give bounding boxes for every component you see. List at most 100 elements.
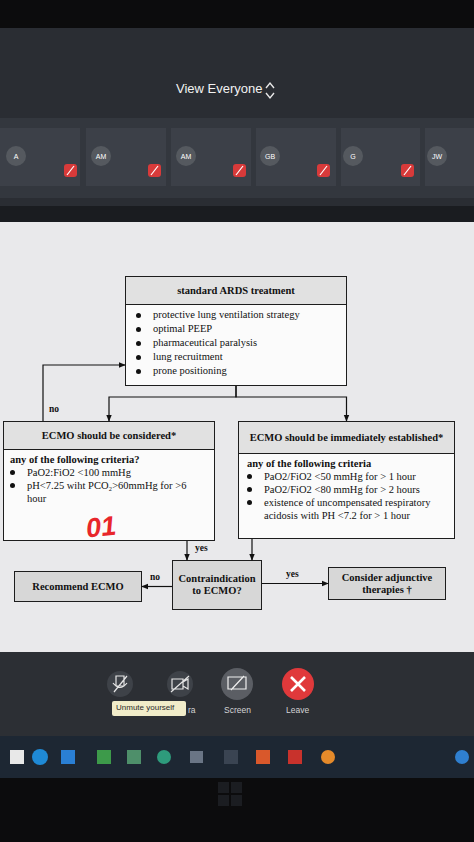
box-body: any of the following criteriaPaO2/FiO2 <…	[239, 454, 454, 524]
logo-pane	[231, 795, 242, 806]
control-bar	[0, 652, 474, 736]
bullet-text: lung recruitment	[153, 350, 223, 364]
mic-slash	[151, 166, 158, 175]
bullet-item: pharmaceutical paralysis	[136, 336, 340, 350]
bullet-dot	[136, 341, 141, 346]
bullet-text: prone positioning	[153, 364, 227, 378]
bullet-text: PaO2/FiO2 <50 mmHg for > 1 hour	[264, 470, 416, 483]
heading-text: standard ARDS treatment	[177, 285, 295, 297]
participant-tiles	[0, 128, 474, 186]
handwritten-mark: 01	[84, 511, 117, 545]
flow-box: ECMO should be immediately established* a…	[238, 421, 455, 539]
participant-tile	[341, 128, 420, 186]
flow-box: Recommend ECMO	[14, 571, 142, 602]
view-selector: View Everyone	[176, 81, 262, 96]
heading-text: ECMO should be immediately established*	[250, 432, 444, 444]
office-icon	[256, 750, 270, 764]
participant-initials: JW	[432, 153, 442, 160]
bullet-text: existence of uncompensated respiratory a…	[264, 496, 448, 522]
edge-label: yes	[286, 569, 299, 579]
avatar-circle	[91, 146, 111, 166]
box-text-group: Consider adjunctive therapies †	[333, 572, 441, 596]
avatar-circle	[343, 146, 363, 166]
mic-slash	[320, 166, 327, 175]
mic-slash	[67, 166, 74, 175]
participant-tile	[86, 128, 166, 186]
camera-button	[167, 671, 193, 697]
bullet-item: PaO2/FiO2 <50 mmHg for > 1 hour	[247, 470, 448, 483]
start-icon	[10, 750, 24, 764]
box-label: Consider adjunctive therapies †	[333, 572, 441, 596]
bullet-item: PaO2:FiO2 <100 mmHg	[10, 466, 208, 479]
call-header	[0, 28, 474, 208]
mic-button	[107, 671, 133, 697]
tray-icon	[455, 750, 469, 764]
app-icon	[288, 750, 302, 764]
call-controls	[107, 668, 314, 716]
app-icon	[224, 750, 238, 764]
flow-arrow	[251, 539, 252, 560]
app-icon	[190, 751, 203, 763]
bullet-item: PaO2/FiO2 <80 mmHg for > 2 hours	[247, 483, 448, 496]
box-label: Contraindication to ECMO?	[177, 573, 257, 597]
bullet-item: optimal PEEP	[136, 322, 340, 336]
bullet-dot	[247, 500, 252, 505]
control-label: Leave	[286, 705, 309, 715]
leave-x	[291, 677, 305, 691]
muted-mic-icons	[64, 164, 414, 177]
logo-pane	[218, 795, 229, 806]
mic-off-icon	[113, 676, 127, 692]
app-icon	[157, 750, 171, 764]
box-text-group: Contraindication to ECMO?	[177, 573, 257, 597]
bullet-item: existence of uncompensated respiratory a…	[247, 496, 448, 522]
bullet-item: prone positioning	[136, 364, 340, 378]
muted-mic-strokes	[67, 166, 411, 175]
flow-arrow	[43, 365, 125, 421]
participant-initials: GB	[265, 153, 275, 160]
flow-box: Contraindication to ECMO?	[172, 560, 262, 610]
bullet-item: pH<7.25 wiht PCO₂>60mmHg for >6 hour	[10, 479, 208, 505]
participant-initials: G	[350, 153, 355, 160]
flow-arrow	[236, 386, 347, 421]
participant-tile	[425, 128, 474, 186]
participant-tile	[171, 128, 251, 186]
muted-mic-icon	[233, 164, 246, 177]
avatar-circle	[6, 146, 26, 166]
dropdown-chevron	[266, 83, 274, 98]
bullet-dot	[136, 313, 141, 318]
muted-mic-icon	[148, 164, 161, 177]
bullet-dot	[10, 470, 15, 475]
muted-mic-icon	[64, 164, 77, 177]
bullet-text: protective lung ventilation strategy	[153, 308, 300, 322]
flow-box: standard ARDS treatment protective lung v…	[125, 276, 347, 386]
box-label: Recommend ECMO	[32, 581, 123, 593]
window-divider	[0, 206, 474, 222]
screen-icon	[228, 676, 246, 690]
mic-slash	[404, 166, 411, 175]
screen-button	[221, 668, 253, 700]
box-heading: standard ARDS treatment	[126, 277, 346, 305]
bullet-dot	[10, 483, 15, 488]
leave-button	[282, 668, 314, 700]
criteria-intro: any of the following criteria	[247, 457, 448, 470]
avatar-circle	[176, 146, 196, 166]
box-heading: ECMO should be considered*	[4, 422, 214, 450]
logo-pane	[231, 782, 242, 793]
flow-arrow	[109, 386, 236, 421]
participant-initials: AM	[181, 153, 192, 160]
edge-label: no	[150, 572, 160, 582]
bullet-dot	[136, 327, 141, 332]
taskbar	[0, 736, 474, 778]
taskbar-icons	[10, 749, 469, 765]
box-heading: ECMO should be immediately established*	[239, 422, 454, 454]
tooltip-text: Unmute yourself	[116, 703, 174, 712]
edge-icon	[32, 749, 48, 765]
participant-initials: AM	[96, 153, 107, 160]
flow-arrow	[186, 541, 187, 560]
bullet-text: optimal PEEP	[153, 322, 212, 336]
muted-mic-icon	[317, 164, 330, 177]
